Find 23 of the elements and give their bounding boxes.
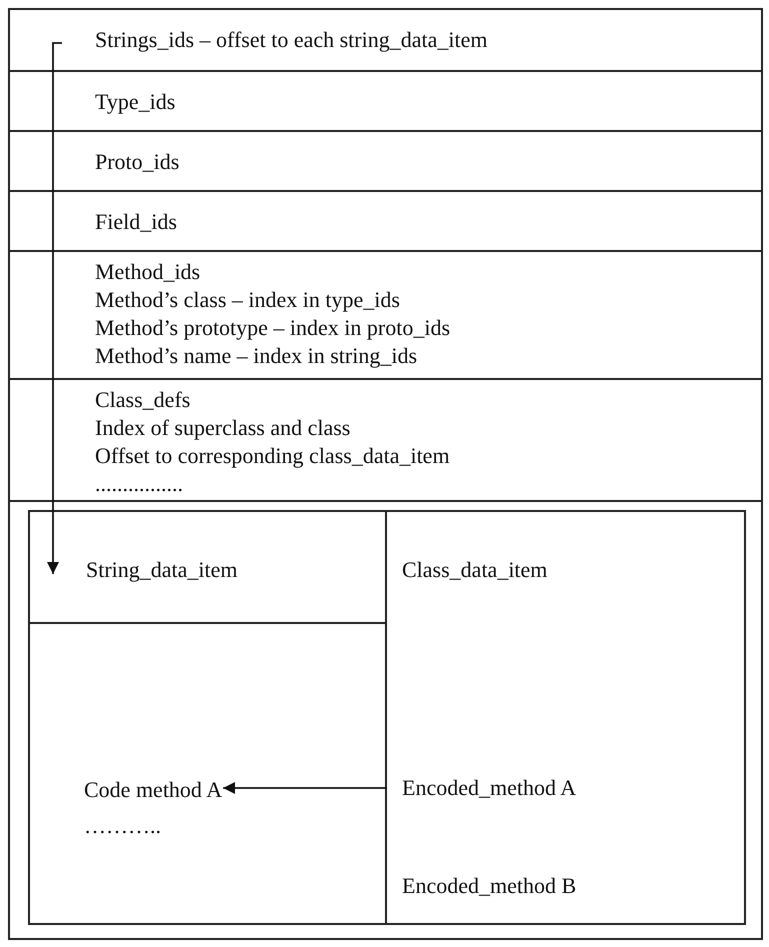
cell-text: Code method A bbox=[84, 776, 222, 804]
cell-text: Class_defs bbox=[95, 386, 190, 414]
cell-text: Encoded_method A bbox=[402, 774, 576, 802]
cell-text: Offset to corresponding class_data_item bbox=[95, 442, 450, 470]
cell-text: Class_data_item bbox=[402, 556, 548, 584]
cell-text: Method’s name – index in string_ids bbox=[95, 342, 418, 370]
cell-text: Method’s prototype – index in proto_ids bbox=[95, 314, 450, 342]
cell-text: Method_ids bbox=[95, 258, 200, 286]
inner-table bbox=[28, 510, 746, 925]
cell-text: Type_ids bbox=[95, 88, 176, 116]
table-frame bbox=[8, 8, 763, 940]
cell-text: Encoded_method B bbox=[402, 872, 576, 900]
cell-text: String_data_item bbox=[86, 556, 238, 584]
cell-text: Index of superclass and class bbox=[95, 414, 350, 442]
table-cell bbox=[30, 512, 387, 624]
cell-text: Method’s class – index in type_ids bbox=[95, 286, 400, 314]
arrow bbox=[47, 42, 62, 574]
cell-text: Strings_ids – offset to each string_data_item bbox=[95, 26, 488, 54]
cell-text: ................ bbox=[95, 470, 183, 498]
cell-text: Proto_ids bbox=[95, 148, 180, 176]
cell-text: ……….. bbox=[84, 812, 161, 840]
arrow bbox=[223, 782, 387, 794]
cell-text: Field_ids bbox=[95, 208, 177, 236]
